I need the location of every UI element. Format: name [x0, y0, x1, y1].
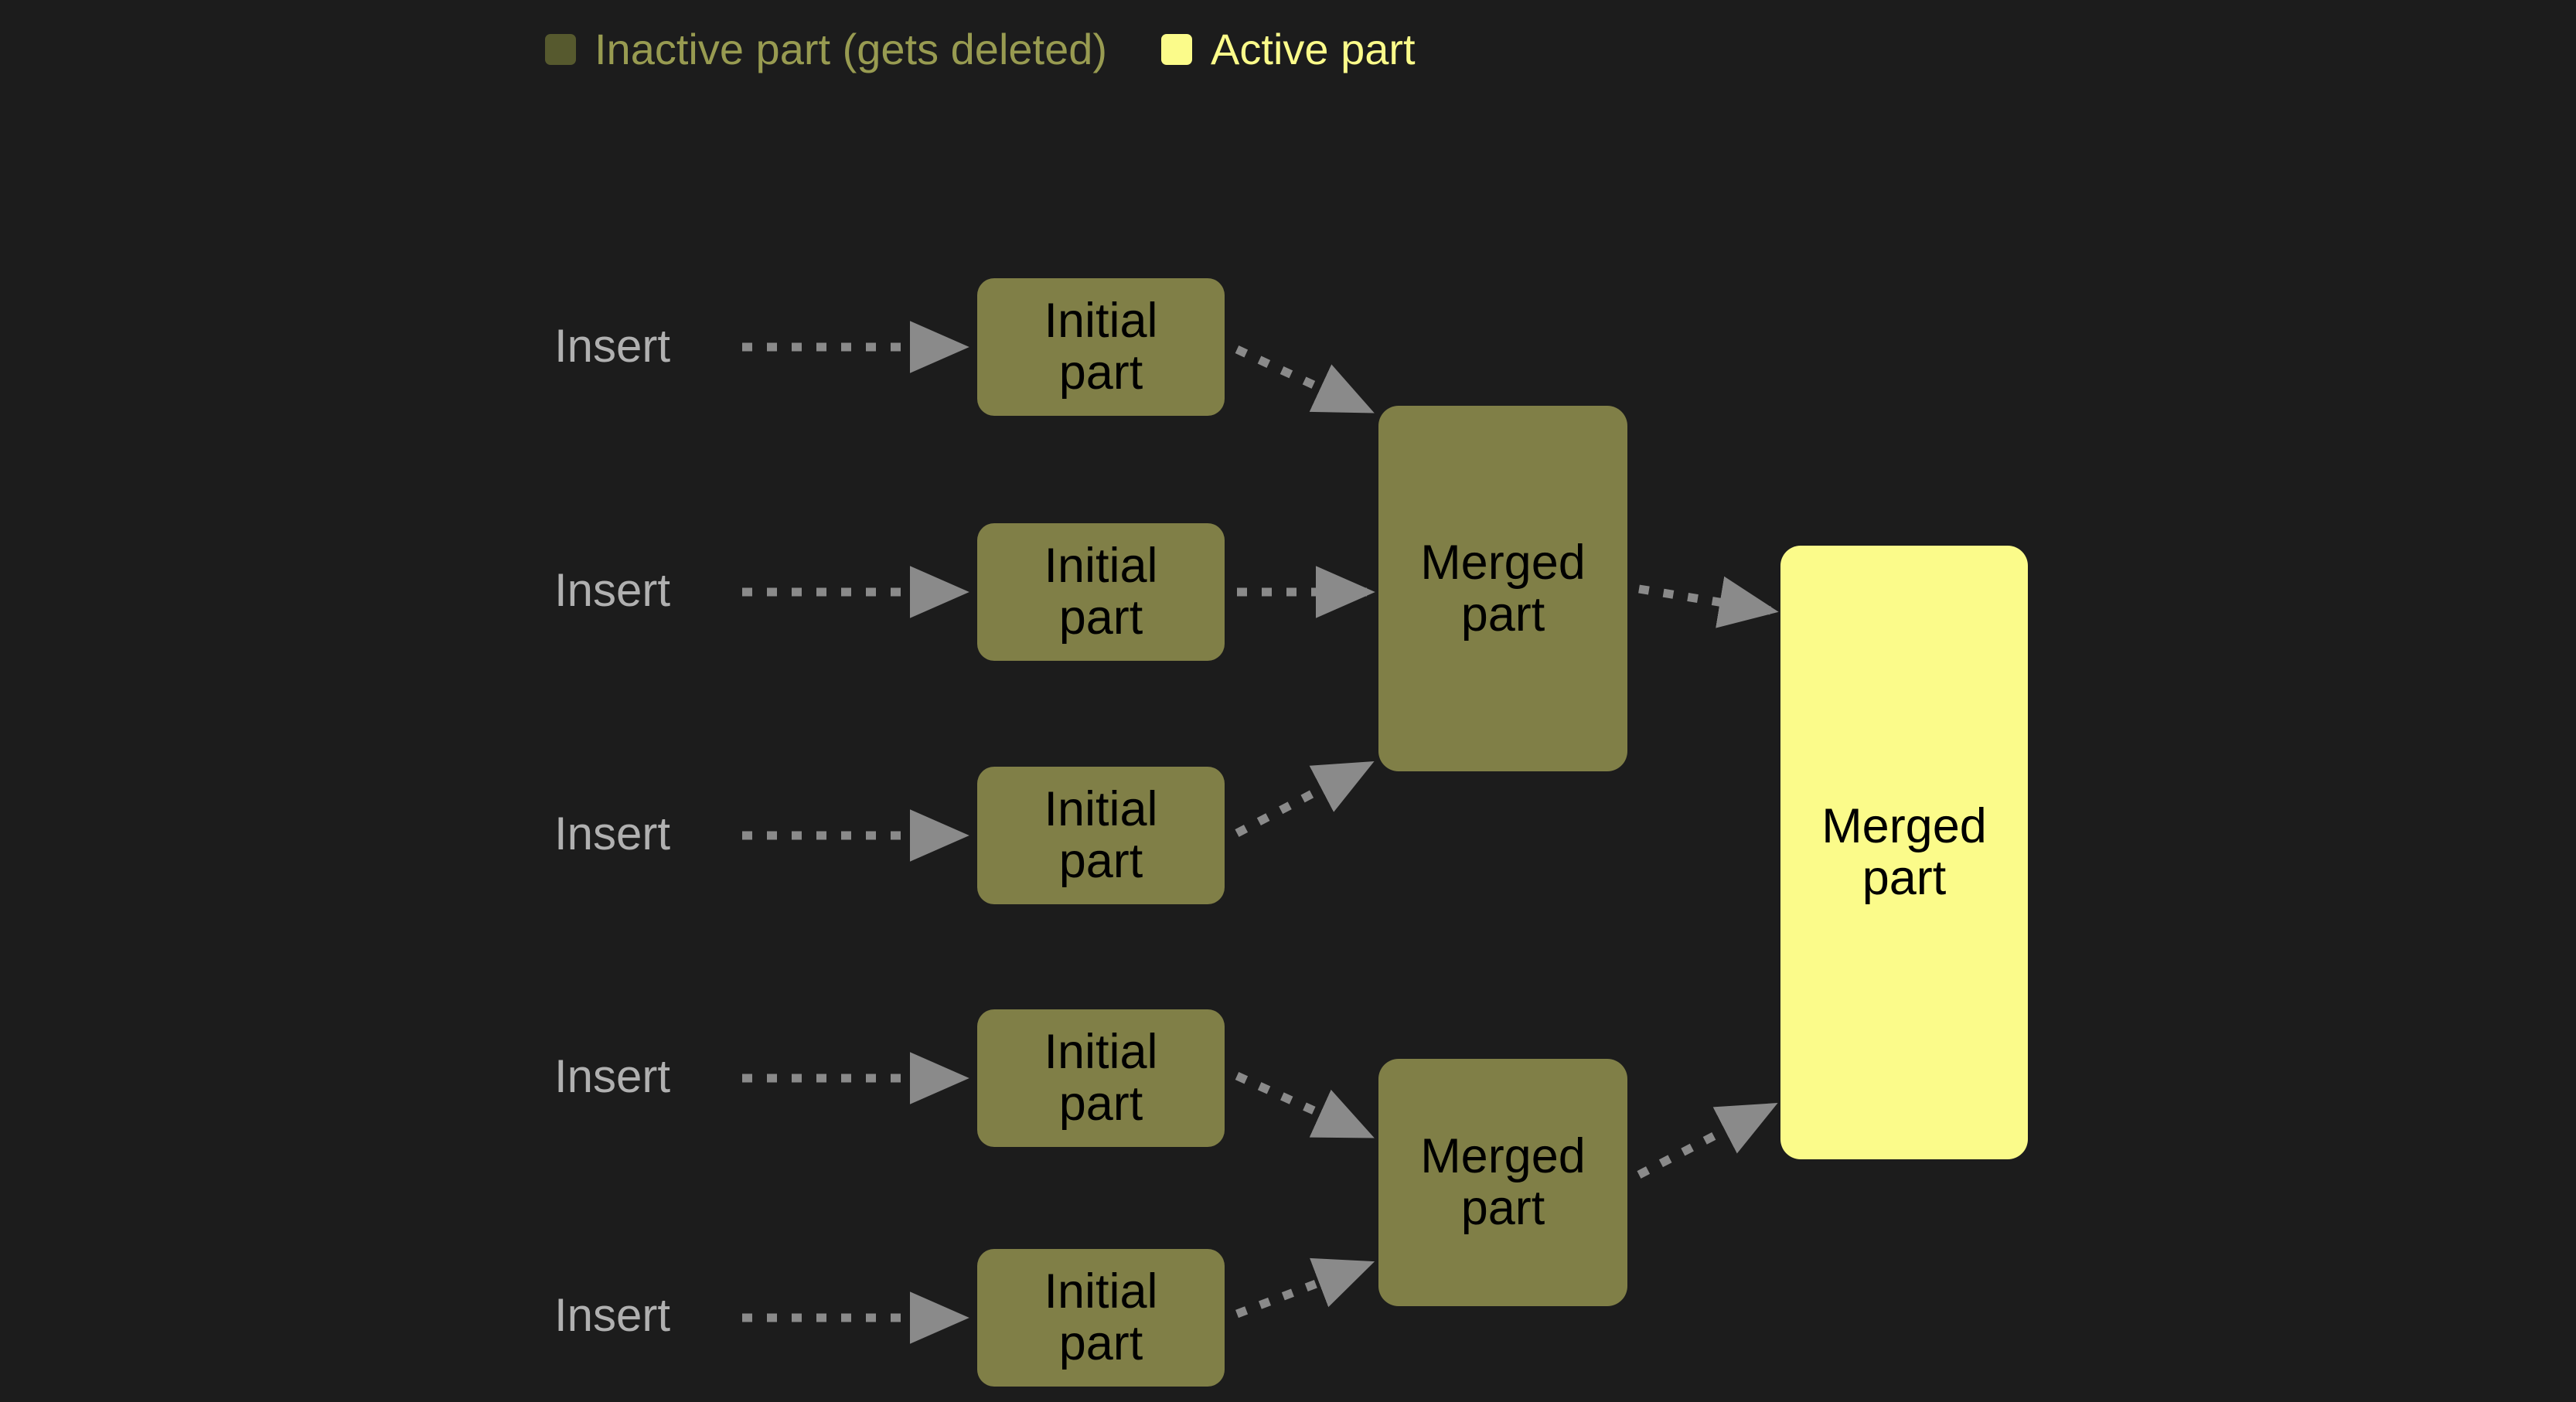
node-merged-part-2[interactable]: Merged part [1378, 1059, 1627, 1306]
edge-initial1-merged1 [1235, 345, 1375, 413]
legend-label-inactive: Inactive part (gets deleted) [595, 25, 1108, 73]
node-initial-part-2[interactable]: Initial part [977, 523, 1225, 661]
insert-label-4: Insert [554, 1050, 671, 1102]
node-merged-part-active[interactable]: Merged part [1780, 546, 2028, 1159]
insert-label-1: Insert [554, 320, 671, 372]
legend-swatch-inactive-icon [545, 34, 576, 65]
edge-initial4-merged2 [1235, 1071, 1375, 1139]
node-initial-part-4[interactable]: Initial part [977, 1009, 1225, 1147]
insert-label-3: Insert [554, 808, 671, 859]
node-merged-part-1[interactable]: Merged part [1378, 406, 1627, 771]
edge-initial3-merged1 [1235, 761, 1375, 837]
legend: Inactive part (gets deleted) Active part [545, 28, 1416, 71]
legend-item-active: Active part [1161, 28, 1416, 71]
legend-swatch-active-icon [1161, 34, 1193, 65]
insert-label-5: Insert [554, 1289, 671, 1341]
legend-label-active: Active part [1211, 25, 1416, 73]
insert-label-2: Insert [554, 564, 671, 616]
node-initial-part-1[interactable]: Initial part [977, 278, 1225, 416]
node-initial-part-5[interactable]: Initial part [977, 1249, 1225, 1387]
legend-item-inactive: Inactive part (gets deleted) [545, 28, 1107, 71]
edge-initial5-merged2 [1235, 1257, 1375, 1319]
node-initial-part-3[interactable]: Initial part [977, 767, 1225, 904]
edge-merged2-final [1637, 1103, 1778, 1179]
edge-merged1-final [1638, 576, 1779, 628]
